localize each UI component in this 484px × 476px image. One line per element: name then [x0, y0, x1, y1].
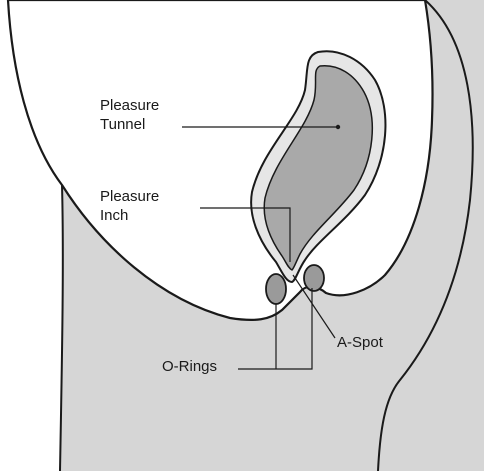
o-ring-right [304, 265, 324, 291]
label-pleasure-inch-line1: Pleasure [100, 187, 159, 206]
label-o-rings: O-Rings [162, 357, 217, 376]
label-pleasure-tunnel: Pleasure Tunnel [100, 96, 159, 134]
o-ring-left [266, 274, 286, 304]
leader-tunnel-dot [336, 125, 340, 129]
label-pleasure-tunnel-line2: Tunnel [100, 115, 159, 134]
label-pleasure-inch: Pleasure Inch [100, 187, 159, 225]
label-pleasure-inch-line2: Inch [100, 206, 159, 225]
label-a-spot: A-Spot [337, 333, 383, 352]
label-pleasure-tunnel-line1: Pleasure [100, 96, 159, 115]
